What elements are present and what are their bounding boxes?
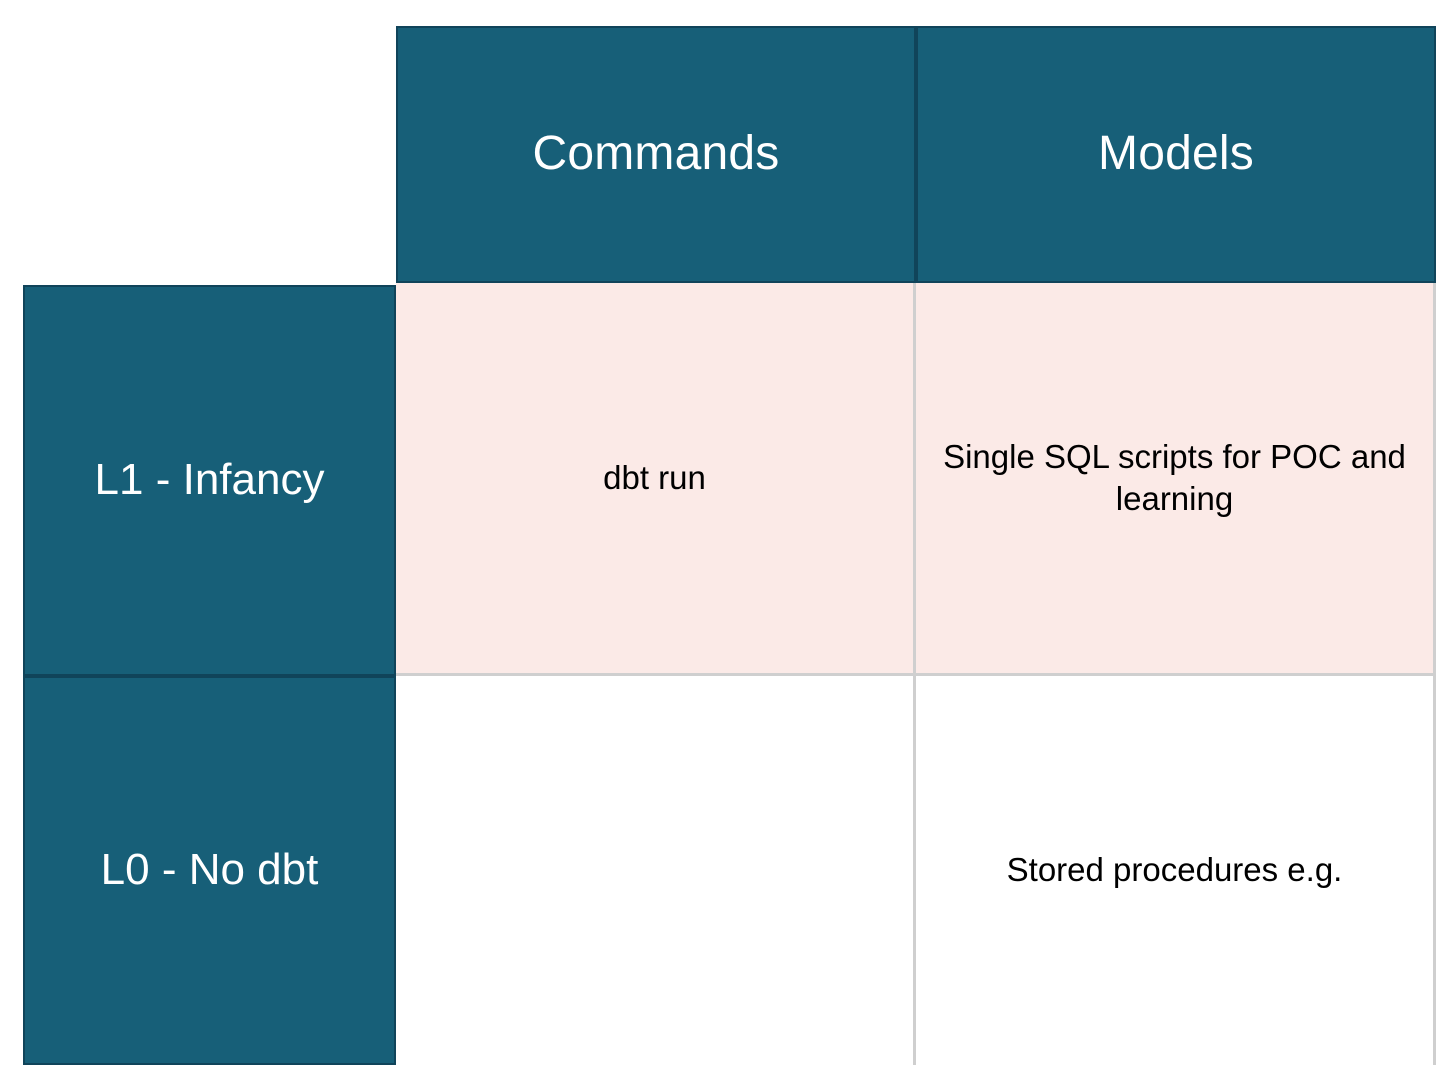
column-header-models-label: Models	[1098, 127, 1254, 181]
cell-l1-commands[interactable]: dbt run	[396, 283, 916, 676]
cell-l0-commands[interactable]	[396, 676, 916, 1065]
matrix-body: dbt run Single SQL scripts for POC and l…	[396, 283, 1436, 1065]
cell-l0-models-text: Stored procedures e.g.	[1006, 851, 1343, 889]
column-header-commands-label: Commands	[532, 127, 780, 181]
matrix-row-l0: Stored procedures e.g.	[396, 676, 1433, 1065]
row-header-l0-label: L0 - No dbt	[100, 845, 319, 895]
row-header-l0[interactable]: L0 - No dbt	[23, 676, 396, 1065]
column-header-commands[interactable]: Commands	[396, 26, 916, 283]
row-header-l1[interactable]: L1 - Infancy	[23, 285, 396, 676]
cell-l1-models-text: Single SQL scripts for POC and learning	[943, 437, 1406, 517]
column-header-row: Commands Models	[396, 26, 1436, 283]
matrix-row-l1: dbt run Single SQL scripts for POC and l…	[396, 283, 1433, 676]
row-header-l1-label: L1 - Infancy	[94, 455, 325, 505]
column-header-models[interactable]: Models	[916, 26, 1436, 283]
cell-l0-models[interactable]: Stored procedures e.g.	[916, 676, 1433, 1065]
row-header-column: L1 - Infancy L0 - No dbt	[23, 285, 396, 1065]
cell-l1-models[interactable]: Single SQL scripts for POC and learning	[916, 283, 1433, 676]
cell-l1-commands-text: dbt run	[603, 458, 706, 496]
